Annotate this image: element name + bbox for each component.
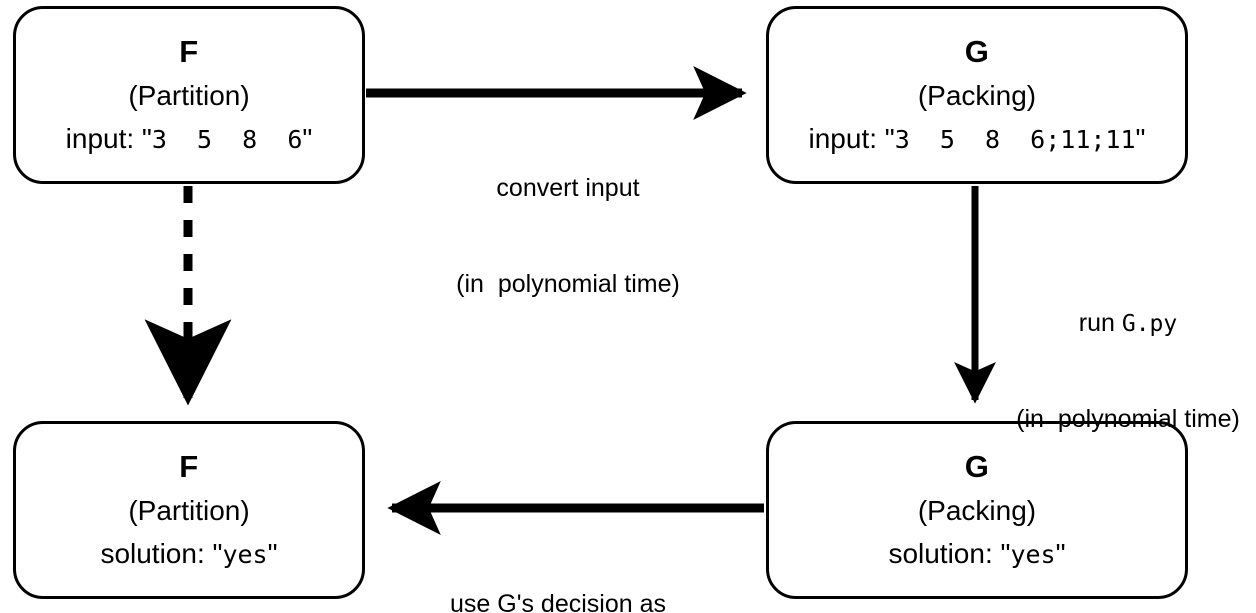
- edge-label-run-gpy-prefix: run: [1078, 309, 1122, 337]
- node-f-solution[interactable]: F (Partition) solution: "yes": [13, 421, 365, 599]
- node-f-input-detail-label: input: ": [65, 123, 152, 155]
- node-f-solution-detail-label: solution: ": [100, 538, 223, 570]
- node-g-input-detail-value: 3 5 8 6;11;11: [894, 125, 1136, 155]
- node-g-input-subtitle: (Packing): [917, 79, 1037, 111]
- node-g-input[interactable]: G (Packing) input: "3 5 8 6;11;11": [766, 6, 1188, 184]
- node-f-solution-subtitle: (Partition): [128, 494, 250, 526]
- edge-label-run-gpy-filename: G.py: [1121, 311, 1178, 337]
- edge-label-convert-input: convert input (in polynomial time): [398, 108, 738, 364]
- node-g-solution[interactable]: G (Packing) solution: "yes": [766, 421, 1188, 599]
- node-g-input-detail-close: ": [1135, 123, 1146, 155]
- node-g-input-detail-label: input: ": [808, 123, 895, 155]
- node-g-solution-title: G: [964, 449, 990, 485]
- edge-label-use-decision: use G's decision as the solution to F: [392, 524, 724, 613]
- node-g-solution-detail-close: ": [1055, 538, 1066, 570]
- node-f-input-subtitle: (Partition): [128, 79, 250, 111]
- edge-label-run-gpy: run G.py (in polynomial time): [1000, 243, 1256, 499]
- node-f-input-detail-close: ": [302, 123, 313, 155]
- node-f-solution-detail-close: ": [267, 538, 278, 570]
- edge-label-use-decision-line1: use G's decision as: [450, 590, 666, 613]
- node-f-input[interactable]: F (Partition) input: "3 5 8 6": [13, 6, 365, 184]
- node-g-solution-detail-value: yes: [1010, 540, 1056, 570]
- edge-label-convert-input-line1: convert input: [496, 174, 640, 202]
- node-f-solution-detail-value: yes: [222, 540, 268, 570]
- node-g-solution-detail: solution: "yes": [888, 539, 1065, 568]
- node-f-input-detail: input: "3 5 8 6": [66, 124, 313, 153]
- node-f-solution-title: F: [179, 449, 199, 485]
- node-f-input-detail-value: 3 5 8 6: [151, 125, 303, 155]
- node-g-solution-detail-label: solution: ": [888, 538, 1011, 570]
- edge-label-run-gpy-line1: run G.py: [1000, 307, 1256, 339]
- node-f-input-title: F: [179, 34, 199, 70]
- node-g-solution-subtitle: (Packing): [917, 494, 1037, 526]
- edge-label-convert-input-line2: (in polynomial time): [456, 270, 680, 298]
- node-g-input-detail: input: "3 5 8 6;11;11": [809, 124, 1146, 153]
- node-f-solution-detail: solution: "yes": [100, 539, 277, 568]
- node-g-input-title: G: [964, 34, 990, 70]
- edge-label-run-gpy-line2: (in polynomial time): [1016, 405, 1240, 434]
